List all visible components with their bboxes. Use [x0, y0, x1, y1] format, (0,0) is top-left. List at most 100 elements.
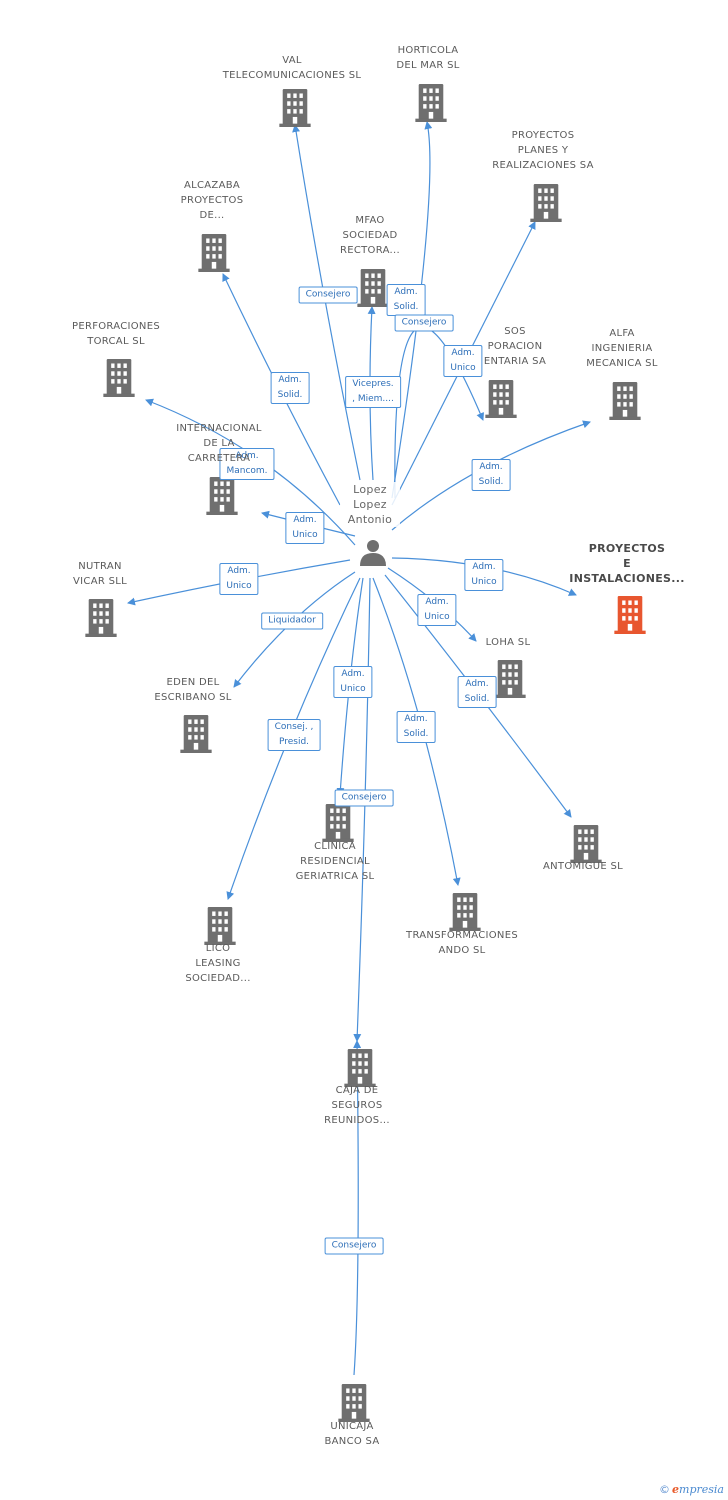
node-label-line: SOS [504, 326, 526, 337]
edge-label-val[interactable]: Consejero [298, 286, 358, 304]
edge-label-perforaciones[interactable]: Adm.Mancom. [219, 448, 275, 480]
building-icon[interactable] [198, 234, 230, 272]
edge-label-alfa[interactable]: Adm.Solid. [471, 459, 511, 491]
node-label-line: TORCAL SL [87, 336, 145, 347]
edge-label-line: Solid. [403, 729, 429, 739]
node-label-line: PROYECTOS [588, 542, 666, 555]
edge-label-line: Presid. [278, 737, 310, 747]
building-icon[interactable] [494, 660, 526, 698]
edge-label-eden[interactable]: Liquidador [261, 612, 323, 630]
edge-label-line: Unico [450, 363, 476, 373]
edge-label-loha[interactable]: Adm.Unico [417, 594, 457, 626]
building-icon[interactable] [357, 269, 389, 307]
node-label-line: VAL [282, 55, 302, 66]
node-val-label[interactable]: VAL TELECOMUNICACIONES SL [207, 53, 377, 83]
person-icon[interactable] [360, 540, 386, 566]
edge-label-sos[interactable]: Consejero [394, 314, 454, 332]
edge-label-line: Solid. [393, 302, 419, 312]
building-icon[interactable] [415, 84, 447, 122]
edge-label-mfao[interactable]: Vicepres., Miem.... [345, 376, 401, 408]
node-label-line: REALIZACIONES SA [492, 160, 594, 171]
edge-label-unicaja-caja[interactable]: Consejero [324, 1237, 384, 1255]
edge-label-nutran[interactable]: Adm.Unico [219, 563, 259, 595]
edge-label-horticola[interactable]: Adm.Solid. [386, 284, 426, 316]
edge-label-antomigue[interactable]: Adm. Solid. [457, 676, 497, 708]
brand-name: mpresia [679, 1483, 724, 1496]
edge-label-line: Adm. [404, 714, 428, 724]
building-icon[interactable] [204, 907, 236, 945]
building-icon[interactable] [85, 599, 117, 637]
building-icon[interactable] [614, 596, 646, 634]
edge-label-proyectos-planes[interactable]: Adm.Unico [443, 345, 483, 377]
node-label-line: LOHA SL [485, 637, 531, 648]
node-label-line: ESCRIBANO SL [154, 692, 232, 703]
node-label-line: TELECOMUNICACIONES SL [222, 70, 362, 81]
edge-label-line: Consej. , [274, 722, 314, 732]
node-label-line: ENTARIA SA [483, 356, 547, 367]
building-icon[interactable] [449, 893, 481, 931]
edge-label-line: Solid. [277, 390, 303, 400]
edge-label-alcazaba[interactable]: Adm. Solid. [270, 372, 310, 404]
building-icon[interactable] [206, 477, 238, 515]
edge-label-lico[interactable]: Consej. , Presid. [267, 719, 321, 751]
edge-label-transformaciones[interactable]: Adm. Solid. [396, 711, 436, 743]
edge-label-clinica[interactable]: Adm.Unico [333, 666, 373, 698]
node-antomigue-label[interactable]: ANTOMIGUE SL [498, 859, 668, 874]
building-icon[interactable] [103, 359, 135, 397]
edge-label-line: Unico [424, 612, 450, 622]
node-eden-label[interactable]: EDEN DEL ESCRIBANO SL [108, 675, 278, 705]
building-icon[interactable] [609, 382, 641, 420]
node-label-line: INGENIERIA [591, 343, 653, 354]
node-label-line: INTERNACIONAL [176, 423, 262, 434]
edge-label-line: Adm. [293, 515, 317, 525]
edge-label-line: Consejero [401, 317, 447, 328]
building-icon[interactable] [338, 1384, 370, 1422]
node-label-line: MECANICA SL [586, 358, 658, 369]
edge-label-line: Solid. [464, 694, 490, 704]
edge-label-caja[interactable]: Consejero [334, 789, 394, 807]
building-icon[interactable] [180, 715, 212, 753]
edge-label-line: Unico [226, 581, 252, 591]
edge-label-internacional[interactable]: Adm.Unico [285, 512, 325, 544]
edge-label-proyectos-inst[interactable]: Adm.Unico [464, 559, 504, 591]
edge-label-line: , Miem.... [352, 394, 394, 404]
building-icon[interactable] [344, 1049, 376, 1087]
edge-label-line: Adm. [278, 375, 302, 385]
edge-label-line: Adm. [235, 451, 259, 461]
node-label-line: EDEN DEL [166, 677, 220, 688]
person-name-line: Lopez [353, 498, 387, 511]
node-label-line: E [623, 557, 631, 570]
node-loha-label[interactable]: LOHA SL [423, 635, 593, 650]
building-icon[interactable] [570, 825, 602, 863]
building-icon[interactable] [530, 184, 562, 222]
edge-label-line: Adm. [465, 679, 489, 689]
node-label-line: DEL MAR SL [396, 60, 460, 71]
edge-label-line: Unico [340, 684, 366, 694]
building-icon[interactable] [279, 89, 311, 127]
node-label-line: ALCAZABA [183, 180, 241, 191]
edge-label-line: Unico [471, 577, 497, 587]
node-label-line: CAJA DE [335, 1085, 379, 1096]
node-label-line: MFAO [355, 215, 385, 226]
building-icon[interactable] [322, 804, 354, 842]
node-label-line: SOCIEDAD... [185, 973, 251, 984]
brand-initial: e [672, 1483, 680, 1496]
node-label-line: BANCO SA [324, 1436, 380, 1447]
building-icon[interactable] [485, 380, 517, 418]
